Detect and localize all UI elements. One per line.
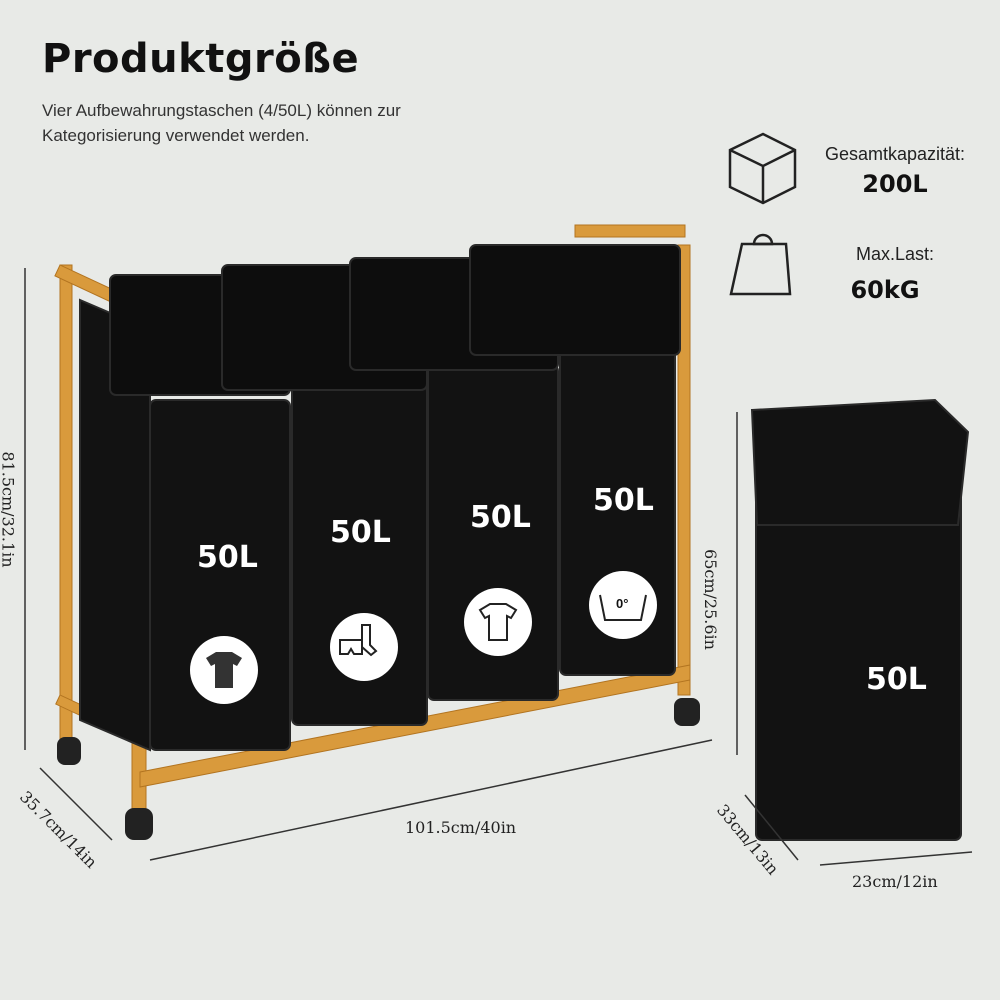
width-dimension: 101.5cm/40in: [405, 818, 517, 837]
capacity-value: 200L: [862, 170, 928, 198]
dimension-lines: [24, 268, 973, 866]
wash-temp: 0°: [616, 596, 629, 611]
cube-icon: [728, 132, 797, 205]
care-icons: [190, 571, 657, 704]
bag-capacity: 50L: [593, 483, 654, 518]
tshirt-dark-icon: [206, 652, 242, 688]
tshirt-white-icon: [478, 603, 518, 641]
page-title: Produktgröße: [42, 36, 360, 82]
wash-tub-icon: [599, 594, 647, 621]
wheels: [57, 698, 700, 840]
weight-icon: [729, 233, 792, 296]
single-bag-capacity: 50L: [866, 662, 927, 697]
height-dimension: 81.5cm/32.1in: [0, 451, 18, 568]
subtitle: Vier Aufbewahrungstaschen (4/50L) können…: [42, 101, 401, 145]
bag-width-dimension: 23cm/12in: [852, 872, 938, 891]
bag-capacity: 50L: [470, 500, 531, 535]
capacity-label: Gesamtkapazität:: [824, 144, 966, 164]
bag-capacity: 50L: [197, 540, 258, 575]
bag-height-dimension: 65cm/25.6in: [700, 549, 720, 650]
max-load-label: Max.Last:: [855, 244, 935, 264]
bag-capacity: 50L: [330, 515, 391, 550]
bags: [79, 244, 970, 841]
underwear-socks-icon: [339, 624, 378, 657]
max-load-value: 60kG: [850, 276, 920, 304]
